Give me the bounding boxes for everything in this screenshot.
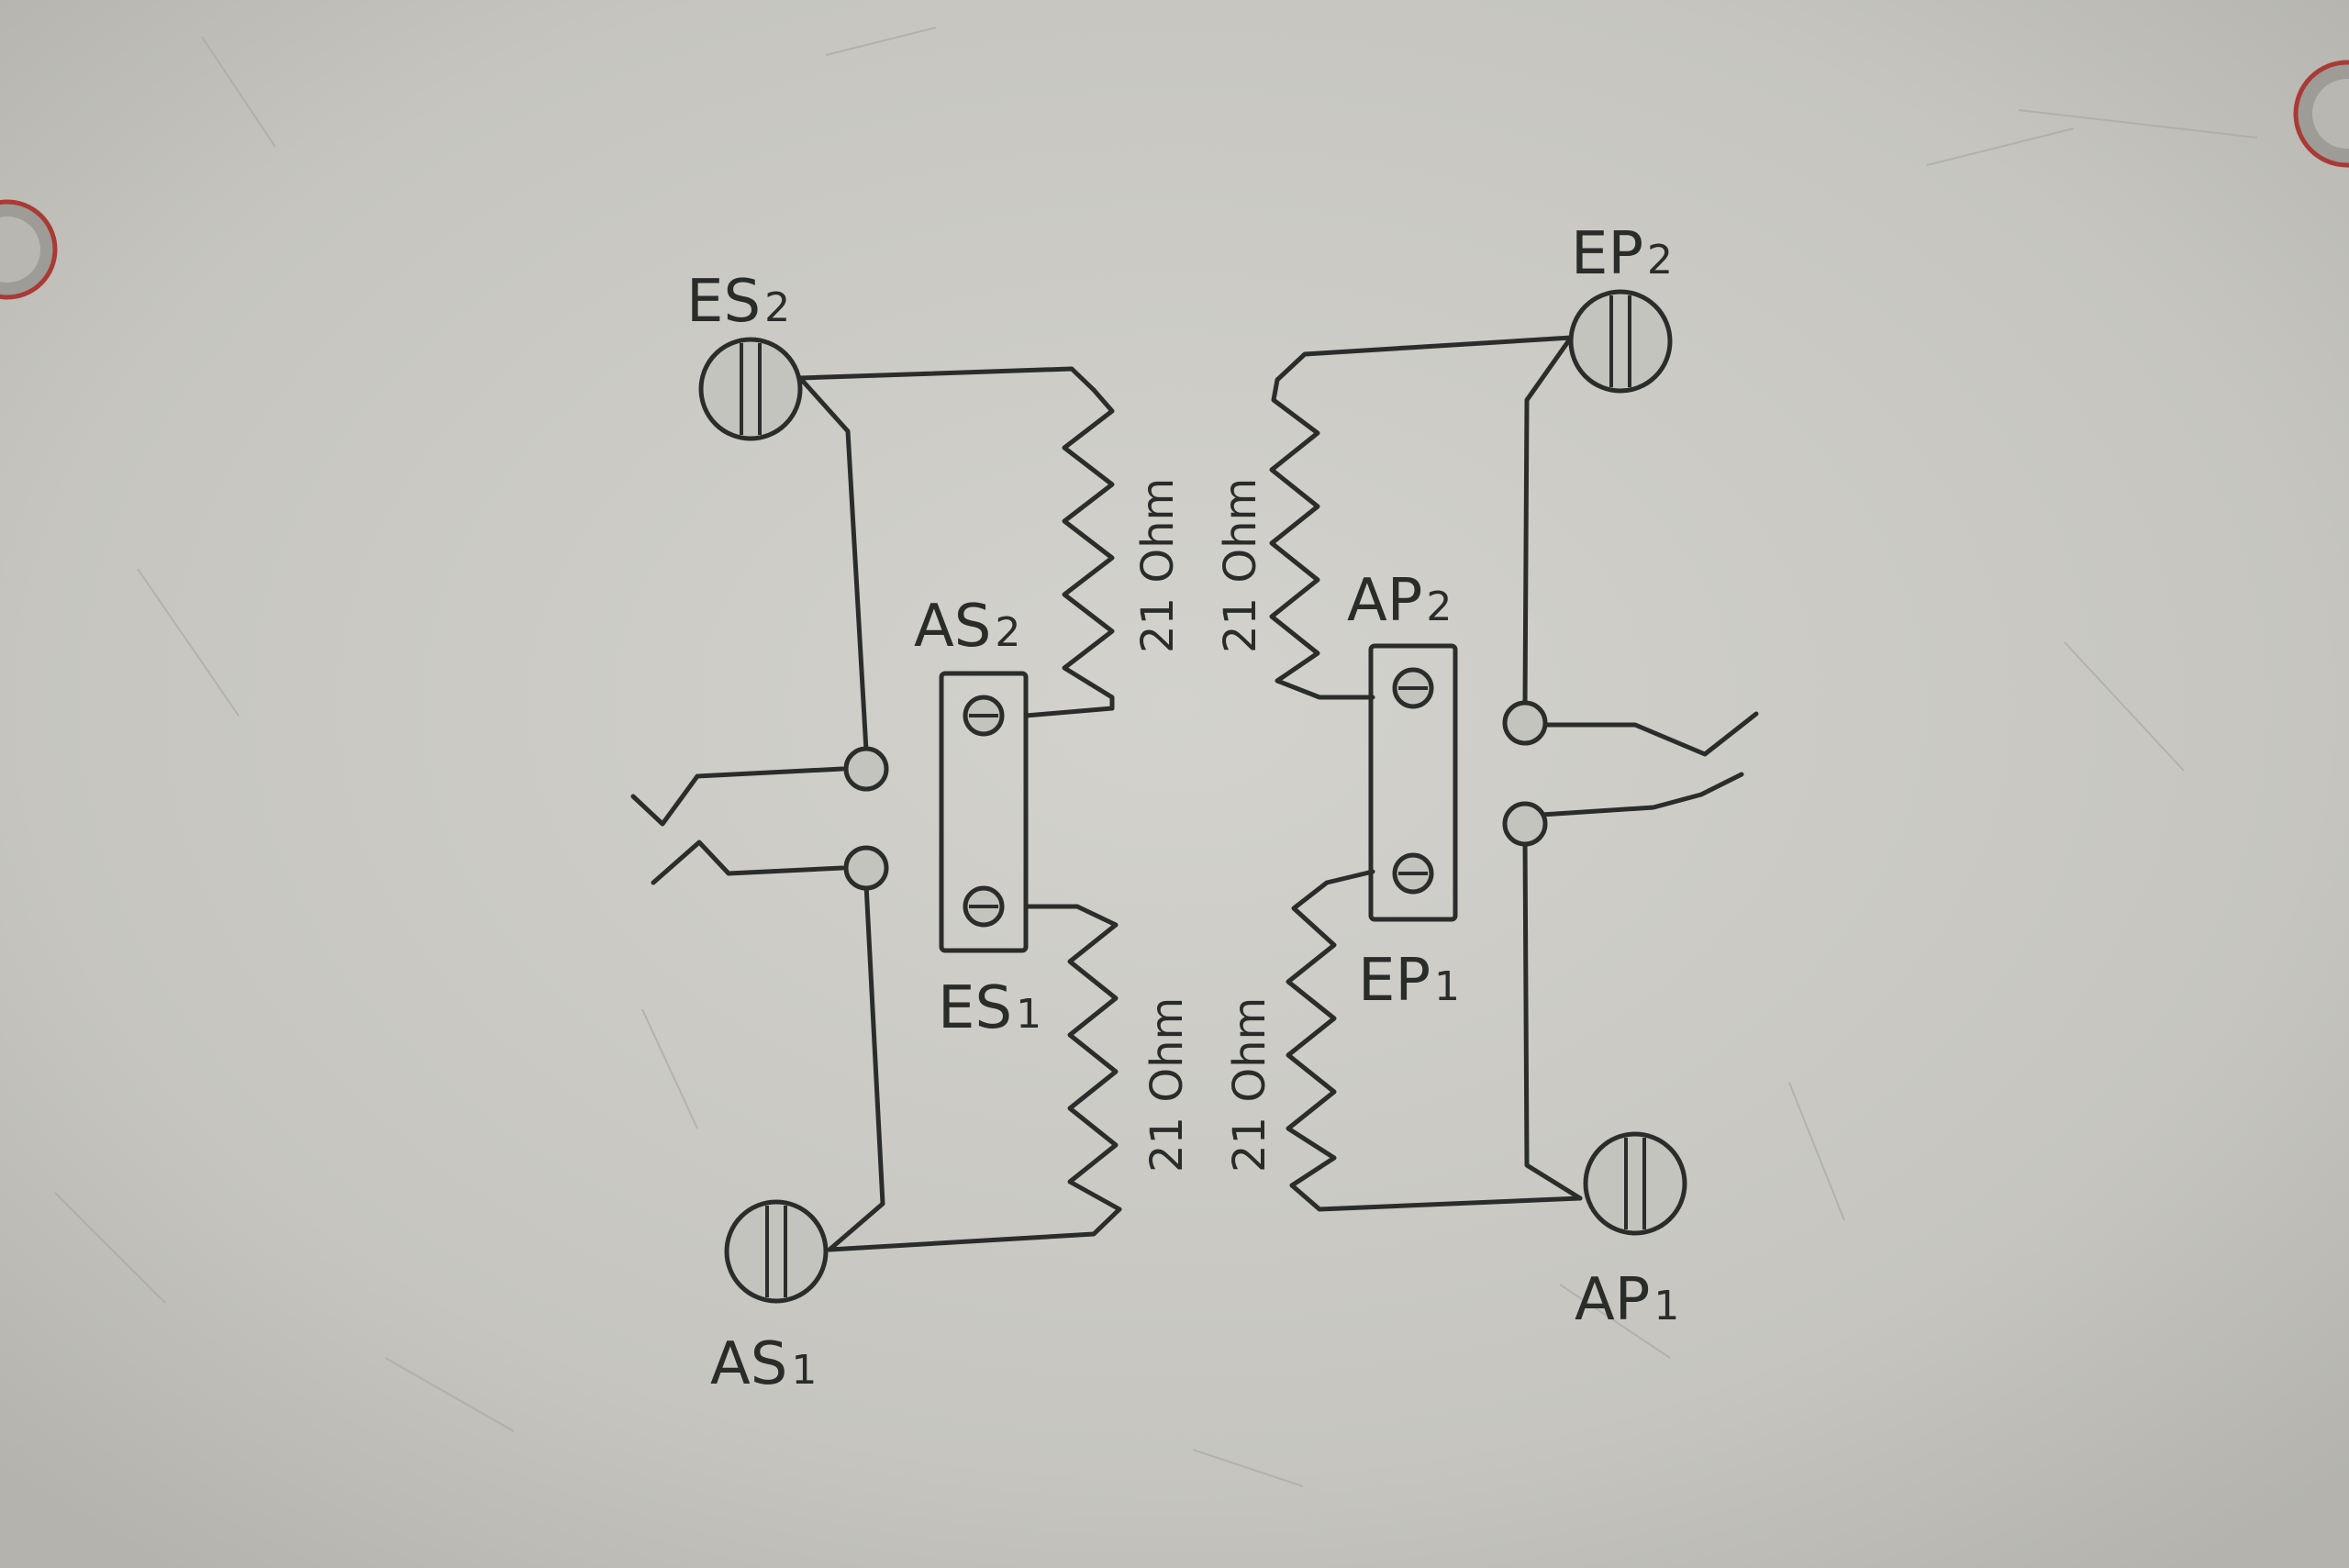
terminal-screw-es2 — [698, 337, 803, 441]
contact-left-lower — [843, 845, 889, 891]
terminal-screw-as1 — [724, 1199, 829, 1304]
contact-right-upper — [1502, 700, 1548, 746]
contact-left-upper — [843, 746, 889, 792]
contact-right-lower — [1502, 801, 1548, 847]
label-es2: ES2 — [686, 268, 790, 336]
label-ap2: AP2 — [1347, 567, 1452, 635]
label-as2: AS2 — [914, 593, 1020, 661]
resistor-label-lower-left: 21 Ohm — [1141, 997, 1193, 1173]
resistor-label-upper-left: 21 Ohm — [1132, 478, 1184, 653]
mounting-screw-left — [0, 199, 58, 300]
label-ap1: AP1 — [1575, 1266, 1679, 1334]
terminal-screw-ep2 — [1568, 289, 1673, 394]
label-es1: ES1 — [938, 974, 1041, 1042]
label-as1: AS1 — [710, 1330, 817, 1398]
circuit-wires — [630, 335, 1759, 1252]
jumper-bar-left — [939, 671, 1029, 953]
contact-points — [843, 700, 1548, 891]
jumper-bar-right — [1368, 643, 1458, 922]
surface-scratches — [54, 27, 2258, 1487]
label-ep2: EP2 — [1571, 220, 1673, 288]
label-ep1: EP1 — [1358, 947, 1460, 1015]
resistor-label-upper-right: 21 Ohm — [1215, 478, 1266, 653]
terminal-screw-ap1 — [1583, 1131, 1687, 1236]
mounting-screw-right — [2293, 60, 2349, 168]
resistor-label-lower-right: 21 Ohm — [1224, 997, 1275, 1173]
